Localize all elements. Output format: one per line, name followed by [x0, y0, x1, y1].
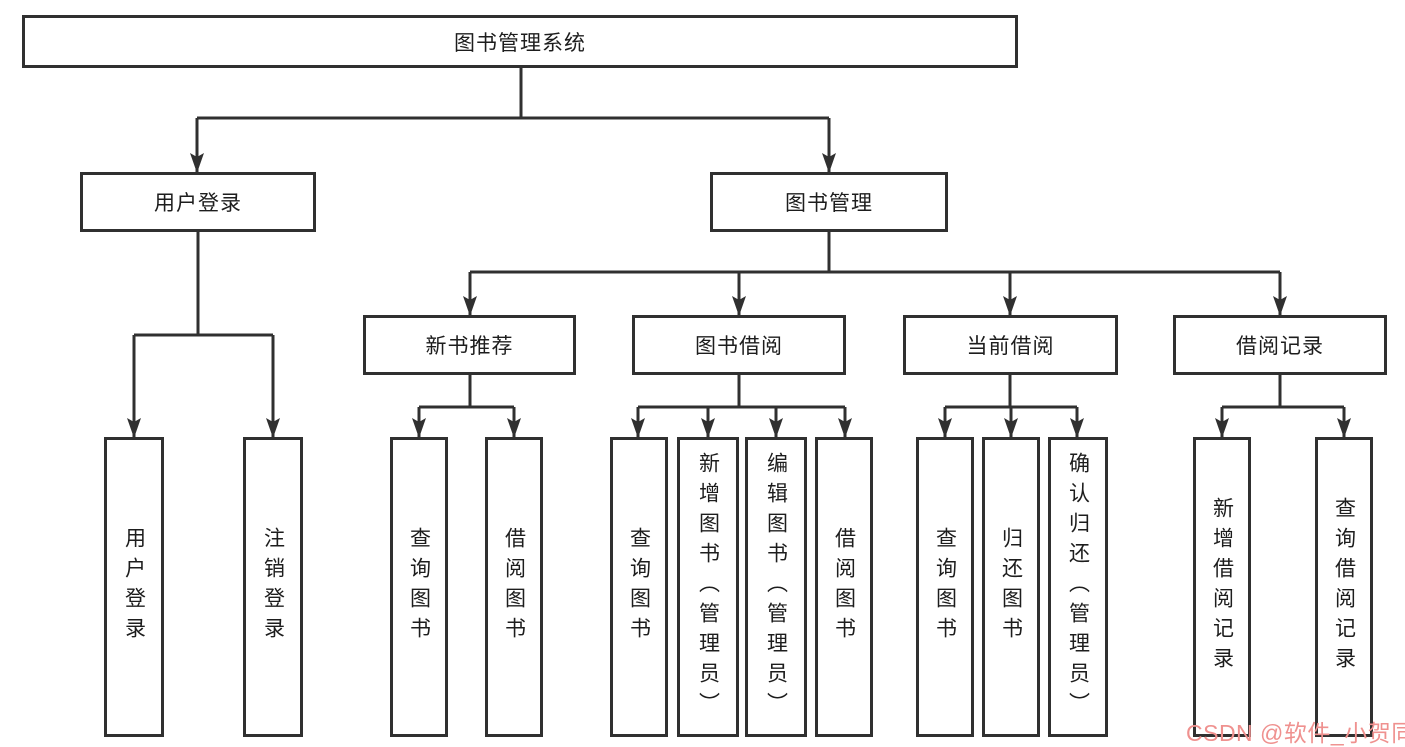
- node-book-borrowing: 图书借阅: [632, 315, 846, 375]
- leaf-current-query-books: 查询图书: [916, 437, 974, 737]
- leaf-borrowing-add-books-admin: 新增图书（管理员）: [677, 437, 739, 737]
- node-book-management: 图书管理: [710, 172, 948, 232]
- leaf-borrowing-borrow-books: 借阅图书: [815, 437, 873, 737]
- leaf-current-confirm-return-admin: 确认归还（管理员）: [1048, 437, 1108, 737]
- leaf-current-return-books: 归还图书: [982, 437, 1040, 737]
- node-current-borrowing: 当前借阅: [903, 315, 1118, 375]
- node-borrowing-records: 借阅记录: [1173, 315, 1387, 375]
- leaf-recommend-borrow-books: 借阅图书: [485, 437, 543, 737]
- leaf-logout: 注销登录: [243, 437, 303, 737]
- node-root-book-management-system: 图书管理系统: [22, 15, 1018, 68]
- leaf-records-add-record: 新增借阅记录: [1193, 437, 1251, 737]
- leaf-recommend-query-books: 查询图书: [390, 437, 448, 737]
- leaf-user-login: 用户登录: [104, 437, 164, 737]
- csdn-watermark: CSDN @软件_小贺同学: [1186, 720, 1405, 746]
- leaf-borrowing-query-books: 查询图书: [610, 437, 668, 737]
- node-user-login: 用户登录: [80, 172, 316, 232]
- leaf-records-query-record: 查询借阅记录: [1315, 437, 1373, 737]
- leaf-borrowing-edit-books-admin: 编辑图书（管理员）: [745, 437, 807, 737]
- node-new-book-recommend: 新书推荐: [363, 315, 576, 375]
